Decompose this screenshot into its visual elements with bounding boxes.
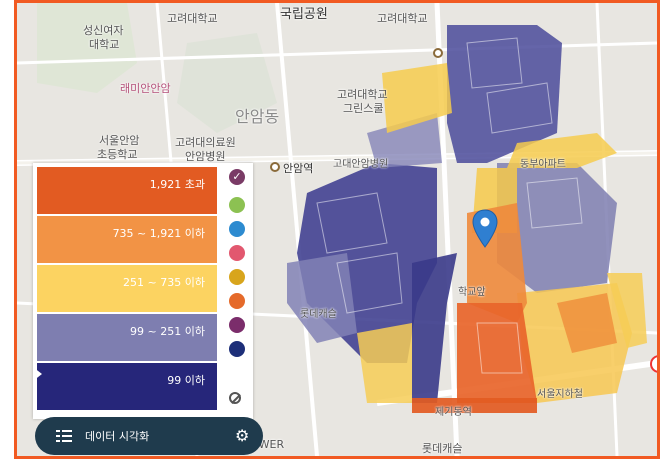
map-label-school-2: 대학교 [89,38,120,51]
legend-band-label: 99 이하 [167,374,205,387]
map-label-subway: 서울지하철 [537,389,583,400]
orange-circle-icon[interactable] [229,293,245,309]
map-label-green-school-2: 그린스쿨 [343,102,384,115]
legend-band-3: 251 ~ 735 이하 [37,265,217,312]
legend-band-label: 735 ~ 1,921 이하 [112,227,205,240]
map-label-korea-univ-2: 고려대학교 [377,12,428,25]
legend-band-label: 1,921 초과 [149,178,205,191]
legend-panel: 1,921 초과 735 ~ 1,921 이하 251 ~ 735 이하 99 … [33,163,253,419]
map-frame: 성신여자 대학교 고려대학교 국립공원 고려대학교 래미안안암 안암동 고려대학… [14,0,660,459]
green-circle-icon[interactable] [229,197,245,213]
blue-circle-icon[interactable] [229,221,245,237]
map-label-school-front: 학교앞 [458,287,486,298]
yellow-circle-icon[interactable] [229,269,245,285]
legend-band-label: 99 ~ 251 이하 [130,325,205,338]
map-label-national-park: 국립공원 [280,7,328,22]
map-label-hospital: 고대안암병원 [333,159,389,170]
check-circle-icon[interactable]: ✓ [229,169,245,185]
map-label-medical-2: 안암병원 [185,150,226,163]
ban-icon[interactable] [229,392,241,404]
location-pin-icon[interactable] [472,209,498,253]
map-label-medical-1: 고려대의료원 [175,136,236,149]
list-icon [56,429,72,443]
map-label-raemian: 래미안안암 [120,82,171,95]
map-label-jegi-station: 제기동역 [435,407,472,418]
map-label-green-school-1: 고려대학교 [337,88,388,101]
navy-circle-icon[interactable] [229,341,245,357]
purple-circle-icon[interactable] [229,317,245,333]
map-label-anam-station: 안암역 [283,162,314,175]
pink-circle-icon[interactable] [229,245,245,261]
map-label-school-1: 성신여자 [83,24,124,37]
map-label-lotte-castle: 롯데캐슬 [300,309,337,320]
map-label-anam-dong: 안암동 [235,107,280,126]
legend-band-2: 735 ~ 1,921 이하 [37,216,217,263]
map-label-korea-univ: 고려대학교 [167,12,218,25]
map-label-lotte-dept: 롯데캐슬 [422,442,463,455]
gear-icon[interactable]: ⚙ [235,426,250,445]
map-label-elementary-1: 서울안암 [99,134,140,147]
data-visualization-label: 데이터 시각화 [85,430,150,443]
legend-band-label: 251 ~ 735 이하 [123,276,205,289]
active-band-marker [33,367,42,381]
legend-band-5: 99 이하 [37,363,217,410]
map-label-elementary-2: 초등학교 [97,148,138,161]
legend-band-1: 1,921 초과 [37,167,217,214]
data-visualization-bar[interactable]: 데이터 시각화 ⚙ [35,417,263,455]
map-label-dongbu-apt: 동부아파트 [520,159,566,170]
legend-band-4: 99 ~ 251 이하 [37,314,217,361]
